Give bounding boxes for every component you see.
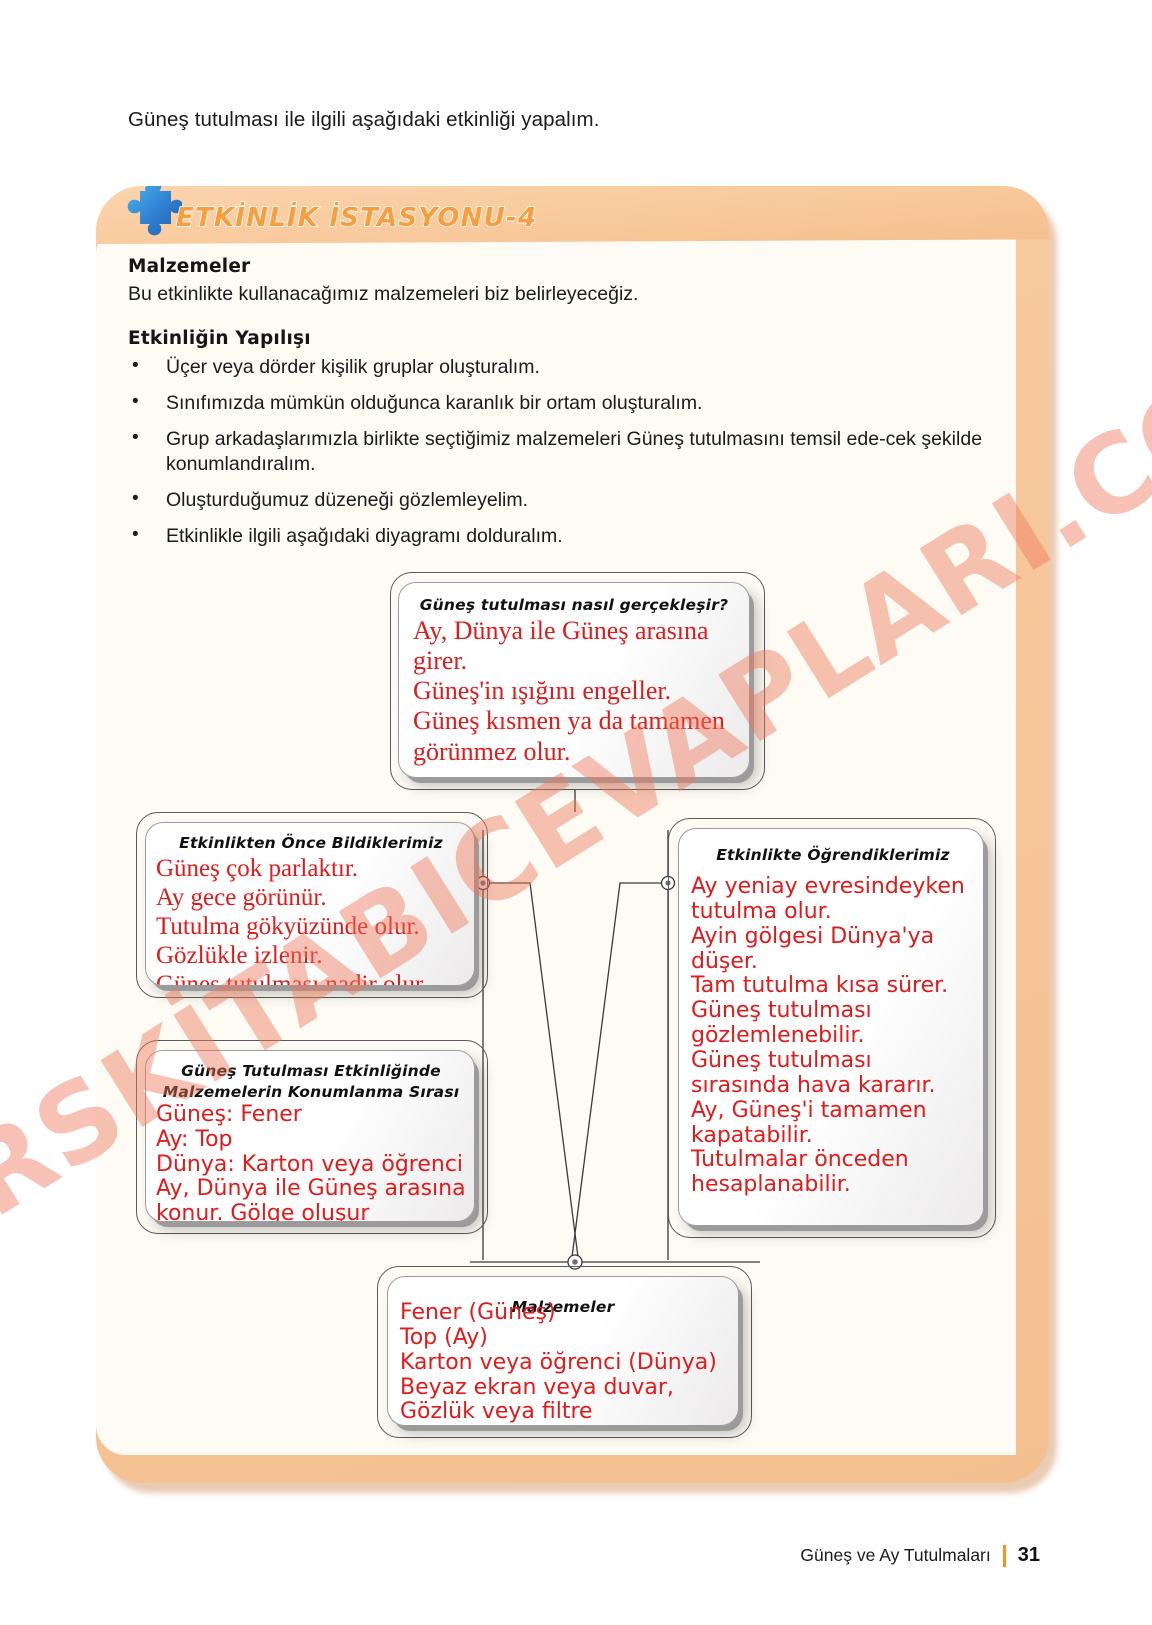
page-footer: Güneş ve Ay Tutulmaları 31 xyxy=(800,1544,1040,1567)
banner-title: ETKİNLİK İSTASYONU-4 xyxy=(175,202,538,234)
procedure-heading: Etkinliğin Yapılışı xyxy=(128,328,311,349)
footer-divider xyxy=(1002,1544,1006,1567)
list-item: Üçer veya dörder kişilik gruplar oluştur… xyxy=(128,354,998,380)
materials-heading: Malzemeler xyxy=(128,256,251,277)
node-answer: Güneş: Fener Ay: Top Dünya: Karton veya … xyxy=(156,1101,466,1222)
node-what-we-learned: Etkinlikte Öğrendiklerimiz Ay yeniay evr… xyxy=(678,828,984,1226)
node-answer: Ay, Dünya ile Güneş arasına girer. Güneş… xyxy=(413,615,725,766)
node-title: Güneş tutulması nasıl gerçekleşir? xyxy=(419,596,729,614)
node-outline-left-bottom xyxy=(136,1040,488,1234)
list-item: Grup arkadaşlarımızla birlikte seçtiğimi… xyxy=(128,426,998,477)
activity-content: Malzemeler Bu etkinlikte kullanacağımız … xyxy=(128,256,998,560)
page-number: 31 xyxy=(1017,1544,1040,1566)
node-materials-list: Malzemeler Fener (Güneş) Top (Ay) Karton… xyxy=(387,1276,739,1426)
intro-paragraph: Güneş tutulması ile ilgili aşağıdaki etk… xyxy=(128,108,600,131)
node-outline-right xyxy=(668,818,996,1238)
node-title: Güneş Tutulması Etkinliğinde Malzemeleri… xyxy=(162,1062,460,1101)
list-item: Oluşturduğumuz düzeneği gözlemleyelim. xyxy=(128,487,998,513)
node-answer: Fener (Güneş) Top (Ay) Karton veya öğren… xyxy=(400,1300,717,1425)
node-title: Etkinlikte Öğrendiklerimiz xyxy=(716,846,950,864)
node-answer: Güneş çok parlaktır. Ay gece görünür. Tu… xyxy=(156,854,424,986)
list-item: Sınıfımızda mümkün olduğunca karanlık bi… xyxy=(128,390,998,416)
procedure-step-list: Üçer veya dörder kişilik gruplar oluştur… xyxy=(128,354,998,549)
footer-chapter-title: Güneş ve Ay Tutulmaları xyxy=(800,1545,991,1565)
node-answer: Ay yeniay evresindeyken tutulma olur. Ay… xyxy=(691,873,965,1198)
node-title: Etkinlikten Önce Bildiklerimiz xyxy=(179,834,443,852)
node-outline-top xyxy=(390,572,765,790)
node-title: Malzemeler xyxy=(511,1298,615,1316)
activity-banner: ETKİNLİK İSTASYONU-4 xyxy=(96,186,1049,244)
node-outline-left-top xyxy=(136,812,488,998)
node-top-how-does-eclipse-happen: Güneş tutulması nasıl gerçekleşir? Ay, D… xyxy=(398,582,750,778)
node-material-placement-order: Güneş Tutulması Etkinliğinde Malzemeleri… xyxy=(145,1050,475,1222)
banner-background xyxy=(96,186,1049,244)
node-prior-knowledge: Etkinlikten Önce Bildiklerimiz Güneş çok… xyxy=(145,822,475,986)
list-item: Etkinlikle ilgili aşağıdaki diyagramı do… xyxy=(128,523,998,549)
materials-text: Bu etkinlikte kullanacağımız malzemeleri… xyxy=(128,283,639,305)
node-outline-bottom xyxy=(377,1266,752,1438)
puzzle-piece-icon xyxy=(126,186,184,242)
